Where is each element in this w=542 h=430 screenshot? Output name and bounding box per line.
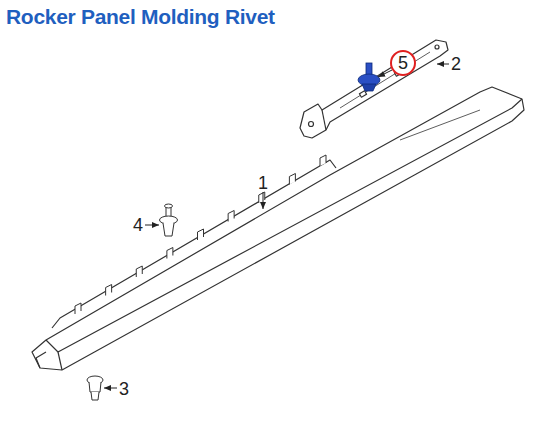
molding-tab [136, 266, 142, 277]
molding-tab [167, 248, 173, 259]
leader-lines [104, 64, 449, 388]
molding-tab [289, 174, 295, 185]
molding-tab [228, 211, 234, 222]
molding-tab [75, 303, 81, 314]
molding-tab [198, 229, 204, 240]
rivet-highlighted [358, 63, 380, 91]
callout-number: 1 [258, 174, 268, 192]
rocker-molding [32, 87, 524, 370]
molding-tab [259, 192, 265, 203]
callout-circle: 5 [390, 50, 416, 76]
rivet [160, 204, 178, 236]
callout-number: 2 [451, 55, 461, 73]
callout-number: 5 [398, 54, 408, 72]
callout-number: 3 [119, 380, 129, 398]
molding-tab [320, 155, 326, 166]
rivet [87, 376, 103, 400]
molding-tabs [75, 155, 326, 314]
diagram-title: Rocker Panel Molding Rivet [6, 6, 275, 27]
molding-bracket [300, 40, 448, 138]
molding-tab [106, 285, 112, 296]
callout-number: 4 [133, 216, 143, 234]
